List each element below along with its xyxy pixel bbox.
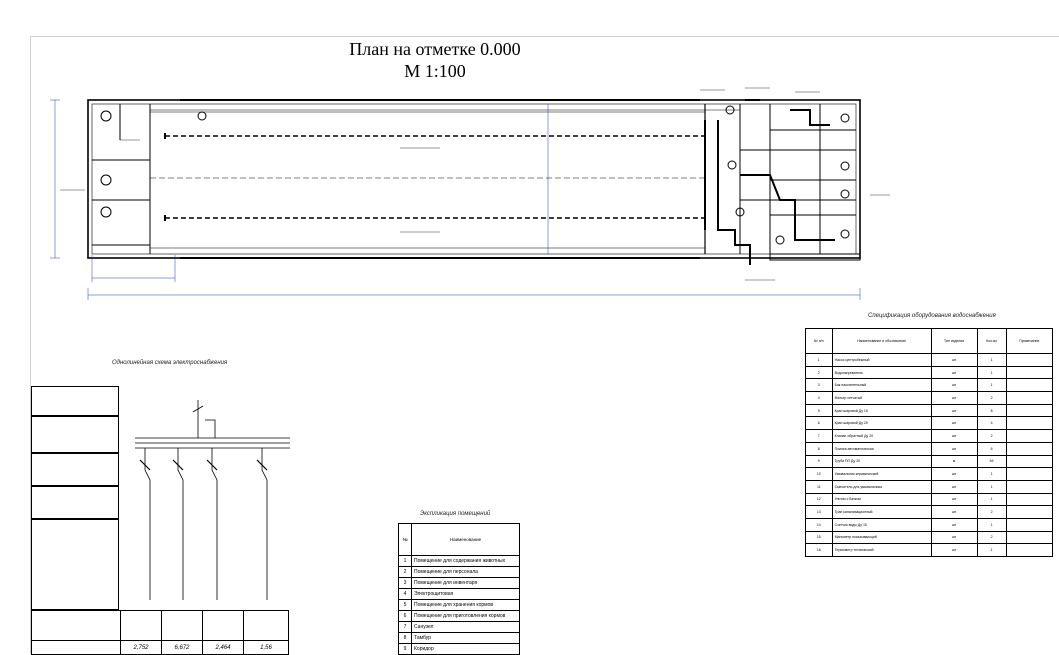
- drawing-frame-top: [30, 36, 1059, 37]
- spec-title: Спецификация оборудования водоснабжения: [868, 313, 996, 319]
- scheme-load-table: 2,752 6,672 2,464 1,56: [31, 610, 289, 655]
- plan-scale: М 1:100: [404, 61, 466, 81]
- spec-cell: [1005, 543, 1054, 557]
- drawing-frame-left: [30, 36, 31, 654]
- room-name: Помещение для персонала: [411, 566, 520, 578]
- scheme-title: Однолинейная схема электроснабжения: [112, 360, 228, 366]
- room-name: Помещение для содержания животных: [411, 555, 520, 567]
- room-number: 8: [398, 632, 412, 644]
- room-number: 6: [398, 610, 412, 622]
- scheme-divider-1: [31, 415, 119, 417]
- room-name: Помещение для приготовления кормов: [411, 610, 520, 622]
- load-value-2: 6,672: [161, 640, 203, 655]
- scheme-legend-box: [31, 386, 119, 610]
- room-header-name: Наименование: [411, 523, 520, 556]
- spec-header-4: Примечание: [1005, 328, 1054, 354]
- scheme-divider-3: [31, 485, 119, 487]
- spec-cell: Термометр технический: [831, 543, 932, 557]
- room-name: Электрощитовая: [411, 588, 520, 600]
- spec-header-0: № п/п: [805, 328, 833, 354]
- load-value-3: 2,464: [202, 640, 244, 655]
- spec-header-3: Кол-во: [976, 328, 1007, 354]
- room-number: 2: [398, 566, 412, 578]
- room-name: Коридор: [411, 643, 520, 655]
- plan-inner-wall: [91, 103, 857, 255]
- rooms-title: Экспликация помещений: [420, 511, 491, 517]
- spec-cell: Счетчик воды Ду 15: [831, 517, 932, 532]
- room-number: 1: [398, 555, 412, 567]
- room-header-number: №: [398, 523, 412, 556]
- scheme-divider-2: [31, 452, 119, 454]
- room-name: Помещение для хранения кормов: [411, 599, 520, 611]
- room-name: Помещение для инвентаря: [411, 577, 520, 589]
- room-number: 3: [398, 577, 412, 589]
- room-name: Тамбур: [411, 632, 520, 644]
- spec-header-1: Наименование и обозначение: [831, 328, 932, 354]
- load-value-4: 1,56: [243, 640, 289, 655]
- room-number: 4: [398, 588, 412, 600]
- spec-header-2: Тип изделия: [930, 328, 978, 354]
- room-number: 9: [398, 643, 412, 655]
- load-value-1: 2,752: [120, 640, 162, 655]
- plan-title: План на отметке 0.000 М 1:100: [300, 38, 570, 82]
- plan-title-line1: План на отметке 0.000: [349, 39, 521, 59]
- room-number: 7: [398, 621, 412, 633]
- room-name: Санузел: [411, 621, 520, 633]
- room-number: 5: [398, 599, 412, 611]
- scheme-divider-4: [31, 518, 119, 520]
